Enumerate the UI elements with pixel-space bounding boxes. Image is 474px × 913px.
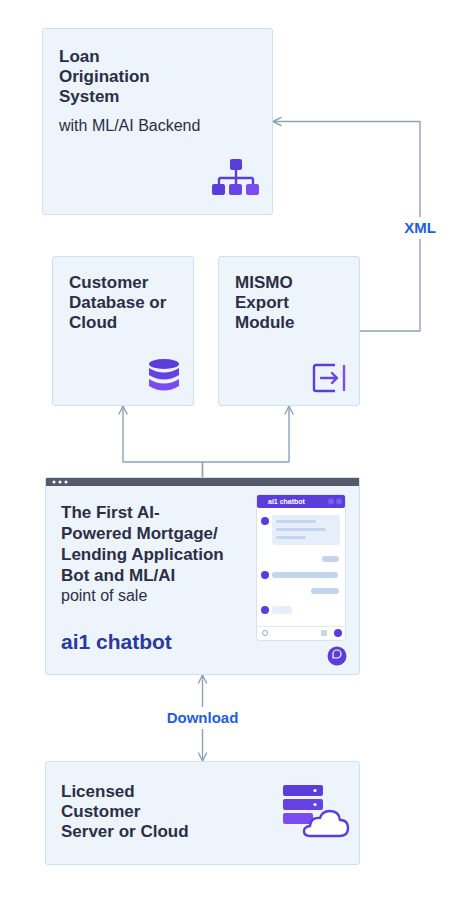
window-title: ai1 chatbot bbox=[268, 498, 305, 505]
box-heading: MISMO Export Module bbox=[235, 273, 335, 333]
process-box: Loan Origination System with ML/AI Backen… bbox=[42, 28, 273, 215]
text-stack: MISMO Export Module bbox=[235, 273, 335, 333]
process-box: Customer Database or Cloud bbox=[52, 256, 194, 406]
box-heading: Customer Database or Cloud bbox=[69, 273, 179, 333]
text-stack: Customer Database or Cloud bbox=[69, 273, 179, 333]
edge-label: XML bbox=[400, 217, 440, 239]
process-box: Licensed Customer Server or Cloud bbox=[45, 761, 360, 865]
process-box: MISMO Export Module bbox=[218, 256, 360, 406]
process-box: The First AI- Powered Mortgage/ Lending … bbox=[45, 477, 360, 675]
box-heading: Loan Origination System bbox=[59, 47, 174, 107]
edge-label: Download bbox=[163, 707, 243, 729]
export-icon bbox=[313, 363, 353, 397]
database-icon bbox=[148, 358, 188, 398]
text-stack: Licensed Customer Server or Cloud bbox=[61, 782, 193, 842]
box-text: point of sale bbox=[61, 586, 241, 606]
box-heading: The First AI- Powered Mortgage/ Lending … bbox=[61, 502, 229, 586]
text-stack: Loan Origination System with ML/AI Backen… bbox=[59, 47, 259, 136]
server-cloud-icon bbox=[282, 784, 352, 844]
text-stack: The First AI- Powered Mortgage/ Lending … bbox=[61, 502, 241, 654]
box-text: with ML/AI Backend bbox=[59, 116, 259, 136]
box-text: ai1 chatbot bbox=[61, 630, 241, 654]
connector-arrow bbox=[203, 406, 290, 477]
box-heading: Licensed Customer Server or Cloud bbox=[61, 782, 193, 842]
connector-arrow bbox=[123, 406, 203, 477]
hierarchy-icon bbox=[211, 159, 271, 209]
